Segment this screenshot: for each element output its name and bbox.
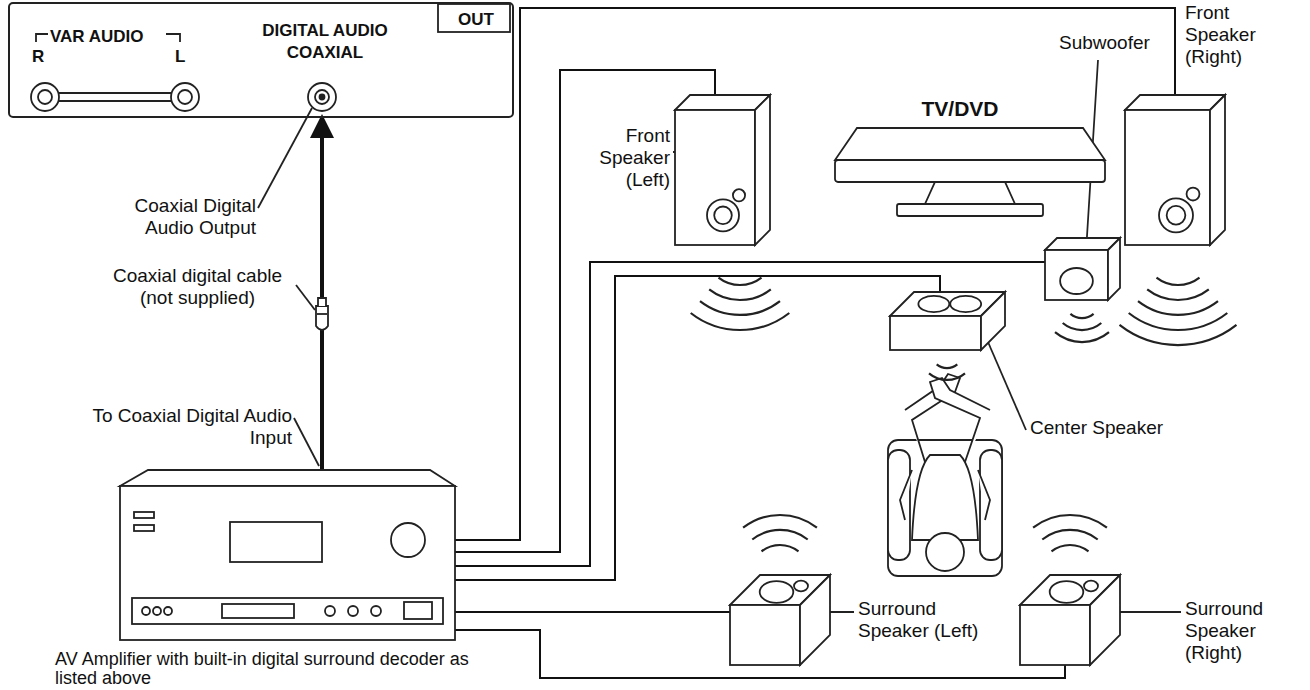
leader-line xyxy=(294,418,319,466)
wave-arc xyxy=(1070,314,1093,318)
speaker-wire xyxy=(455,262,1045,566)
jack-label: DIGITAL AUDIO COAXIAL xyxy=(250,20,400,64)
wave-arc xyxy=(709,289,771,300)
jack-coaxial xyxy=(308,83,336,111)
wave-arc xyxy=(1042,530,1097,540)
wave-arc xyxy=(1157,278,1200,285)
wave-arc xyxy=(1147,289,1209,300)
speaker-label: Surround Speaker (Left) xyxy=(858,598,1000,642)
bracket-line xyxy=(166,34,180,42)
callout-label: Coaxial digital cable (not supplied) xyxy=(95,265,300,309)
sound-waves xyxy=(691,278,1237,552)
tv-label: TV/DVD xyxy=(895,98,1025,120)
coaxial-cable xyxy=(320,118,324,470)
jack-r xyxy=(31,83,59,111)
wave-arc xyxy=(700,301,780,315)
surround-speaker-outline xyxy=(1020,575,1120,665)
callout-label: To Coaxial Digital Audio Input xyxy=(92,405,292,449)
bracket-line xyxy=(36,34,48,42)
center-speaker: Center Speaker xyxy=(890,292,1005,350)
panel-tag: OUT xyxy=(441,9,511,31)
subwoofer: Subwoofer xyxy=(1045,238,1120,300)
av-amplifier-outline xyxy=(120,470,455,640)
subwoofer-outline xyxy=(1045,238,1120,300)
leader-line xyxy=(988,342,1026,430)
listener-in-chair xyxy=(888,374,1002,576)
wave-arc xyxy=(1055,332,1109,342)
jack-link xyxy=(59,93,171,101)
surround-speaker: Surround Speaker (Left) xyxy=(730,575,830,665)
callout-label: Coaxial Digital Audio Output xyxy=(88,195,256,239)
surround-speaker-outline xyxy=(730,575,830,665)
center-speaker-outline xyxy=(890,292,1005,350)
wave-arc xyxy=(1052,545,1089,551)
channel-label: L xyxy=(175,46,195,68)
wave-arc xyxy=(1033,515,1107,528)
wave-arc xyxy=(752,530,807,540)
tv-set: TV/DVD xyxy=(835,128,1105,218)
front-speaker: Front Speaker (Left) xyxy=(675,95,770,245)
wave-arc xyxy=(762,545,799,551)
surround-speaker: Surround Speaker (Right) xyxy=(1020,575,1120,665)
channel-label: R xyxy=(32,46,52,68)
speaker-label: Surround Speaker (Right) xyxy=(1185,598,1303,664)
speaker-label: Front Speaker (Right) xyxy=(1185,2,1303,68)
leader-line xyxy=(296,285,315,310)
front-speaker-outline xyxy=(675,95,770,245)
wave-arc xyxy=(691,313,790,330)
wave-arc xyxy=(929,373,965,380)
speaker-label: Front Speaker (Left) xyxy=(576,125,670,191)
tv-set-outline xyxy=(835,128,1105,218)
leader-line xyxy=(258,108,312,208)
speaker-wire xyxy=(455,611,730,613)
speaker-wire xyxy=(455,276,940,580)
wave-arc xyxy=(743,515,817,528)
wave-arc xyxy=(937,364,958,368)
cable-plug xyxy=(316,298,328,330)
front-speaker-outline xyxy=(1125,95,1225,245)
front-speaker: Front Speaker (Right) xyxy=(1125,95,1225,245)
amplifier-label: AV Amplifier with built-in digital surro… xyxy=(55,650,487,688)
av-amplifier: AV Amplifier with built-in digital surro… xyxy=(120,470,455,640)
wave-arc xyxy=(1129,313,1228,330)
wave-arc xyxy=(1138,301,1218,315)
jack-l xyxy=(171,83,199,111)
speaker-label: Subwoofer xyxy=(1059,32,1179,54)
panel-heading: VAR AUDIO xyxy=(50,26,180,48)
speaker-wire xyxy=(455,8,1175,540)
speaker-label: Center Speaker xyxy=(1030,417,1200,439)
out-box xyxy=(438,4,510,32)
wave-arc xyxy=(1120,325,1237,345)
output-panel: VAR AUDIOR L DIGITAL AUDIO COAXIAL OUT xyxy=(8,2,514,118)
wave-arc xyxy=(719,278,762,285)
wave-arc xyxy=(1063,323,1102,330)
